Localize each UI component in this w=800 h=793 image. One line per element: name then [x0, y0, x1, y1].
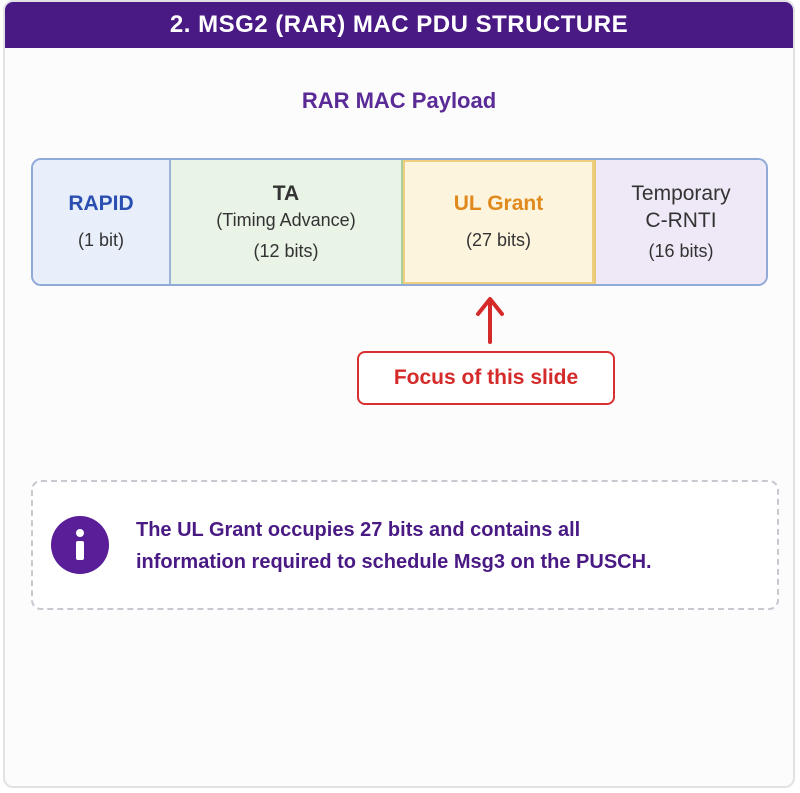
field-ta: TA (Timing Advance) (12 bits): [171, 160, 403, 284]
focus-callout-label: Focus of this slide: [393, 366, 579, 389]
section-header: 2. MSG2 (RAR) MAC PDU STRUCTURE: [5, 2, 793, 48]
field-crnti-name-line2: C-RNTI: [645, 208, 717, 232]
slide-card: 2. MSG2 (RAR) MAC PDU STRUCTURE RAR MAC …: [3, 0, 795, 788]
info-text-line1: The UL Grant occupies 27 bits and contai…: [136, 519, 581, 541]
field-rapid-size: (1 bit): [77, 230, 124, 250]
field-rapid: RAPID (1 bit): [33, 160, 171, 284]
field-ta-subtitle: (Timing Advance): [216, 209, 356, 230]
info-note: The UL Grant occupies 27 bits and contai…: [31, 480, 779, 610]
field-rapid-name: RAPID: [68, 192, 134, 215]
field-crnti-size: (16 bits): [648, 240, 714, 261]
field-ta-size: (12 bits): [253, 240, 319, 261]
info-icon: [51, 516, 109, 574]
field-ul-grant: UL Grant (27 bits): [403, 160, 596, 284]
arrow-up-icon: [476, 297, 504, 344]
field-temporary-c-rnti: Temporary C-RNTI (16 bits): [596, 160, 766, 284]
field-ul-grant-size: (27 bits): [465, 230, 532, 250]
info-text: The UL Grant occupies 27 bits and contai…: [136, 514, 766, 578]
rar-mac-payload-diagram: RAPID (1 bit) TA (Timing Advance) (12 bi…: [31, 158, 768, 286]
field-ul-grant-name: UL Grant: [453, 192, 544, 215]
field-crnti-name-line1: Temporary: [631, 181, 731, 205]
field-ta-name: TA: [272, 181, 300, 205]
info-text-line2: information required to schedule Msg3 on…: [136, 551, 652, 573]
section-title: 2. MSG2 (RAR) MAC PDU STRUCTURE: [169, 11, 629, 38]
payload-title: RAR MAC Payload: [301, 88, 497, 113]
focus-callout: Focus of this slide: [357, 351, 615, 405]
